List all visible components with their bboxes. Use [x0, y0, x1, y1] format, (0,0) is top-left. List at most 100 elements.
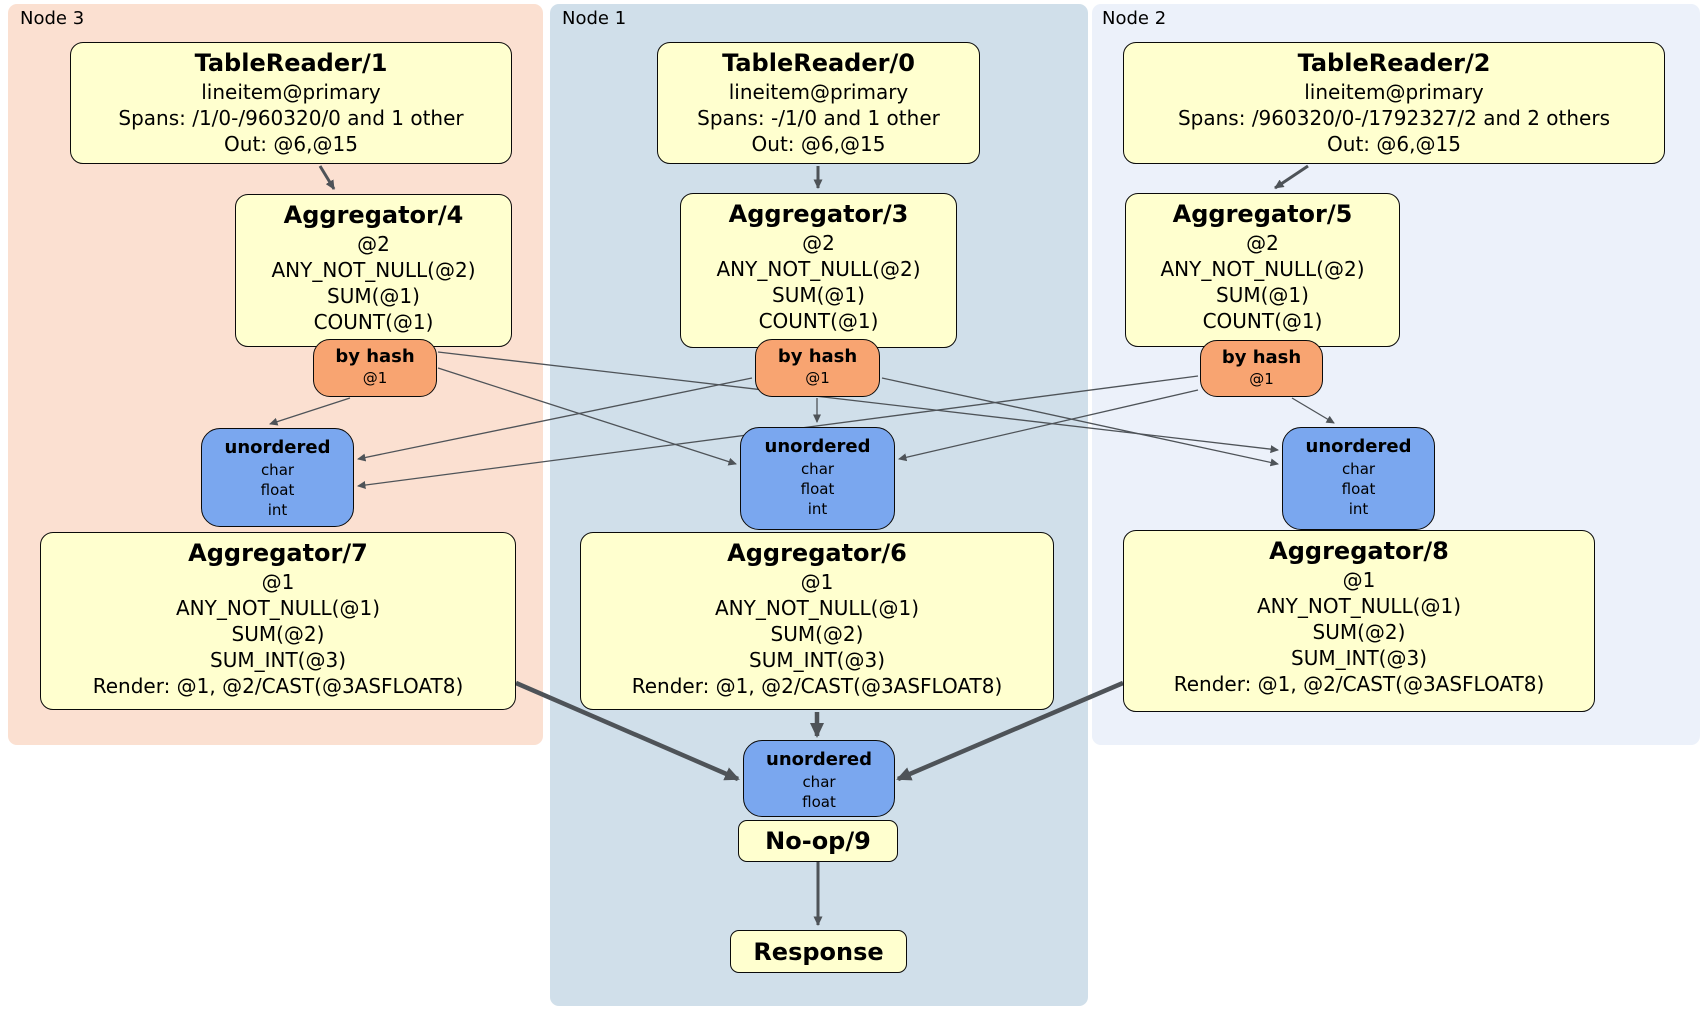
box-line: Spans: /1/0-/960320/0 and 1 other: [118, 106, 464, 130]
box-line: ANY_NOT_NULL(@2): [716, 257, 921, 281]
box-title: TableReader/1: [194, 49, 388, 77]
sync-title: unordered: [766, 749, 872, 770]
box-line: Render: @1, @2/CAST(@3ASFLOAT8): [1173, 672, 1545, 696]
edge-aggregator8-to-final-sync: [896, 680, 1124, 782]
sync-line: float: [1341, 480, 1376, 498]
router-title: by hash: [335, 346, 415, 367]
box-line: lineitem@primary: [728, 80, 909, 104]
box-line: SUM_INT(@3): [749, 648, 885, 672]
sync-line: char: [260, 461, 295, 479]
box-title: Aggregator/6: [727, 539, 907, 567]
edge-byhash5-to-sync8: [1291, 397, 1335, 424]
box-title: TableReader/0: [722, 49, 915, 77]
box-line: Out: @6,@15: [224, 132, 358, 156]
router-byhash-4: by hash @1: [313, 339, 437, 397]
box-title: Response: [753, 937, 884, 966]
box-title: Aggregator/5: [1172, 200, 1353, 228]
box-line: @1: [261, 570, 295, 594]
box-line: SUM_INT(@3): [210, 648, 346, 672]
response-box: Response: [730, 930, 907, 973]
box-line: SUM(@1): [772, 283, 865, 307]
edge-byhash4-to-sync7: [269, 397, 351, 426]
aggregator-3-box: Aggregator/3 @2 ANY_NOT_NULL(@2) SUM(@1)…: [680, 193, 957, 348]
box-line: ANY_NOT_NULL(@1): [1257, 594, 1461, 618]
tablereader-0-box: TableReader/0 lineitem@primary Spans: -/…: [657, 42, 980, 164]
sync-unordered-7: unordered char float int: [201, 428, 354, 527]
aggregator-4-box: Aggregator/4 @2 ANY_NOT_NULL(@2) SUM(@1)…: [235, 194, 512, 347]
box-line: ANY_NOT_NULL(@2): [271, 258, 476, 282]
box-line: SUM(@1): [1216, 283, 1309, 307]
box-line: SUM(@2): [770, 622, 864, 646]
edge-byhash5-to-sync6: [898, 389, 1199, 462]
box-line: Spans: -/1/0 and 1 other: [697, 106, 940, 130]
box-line: COUNT(@1): [758, 309, 879, 333]
box-line: @2: [357, 232, 390, 256]
box-line: lineitem@primary: [201, 80, 381, 104]
box-line: @2: [802, 231, 835, 255]
box-line: lineitem@primary: [1304, 80, 1484, 104]
sync-line: char: [1341, 460, 1376, 478]
router-byhash-5: by hash @1: [1200, 340, 1323, 397]
box-line: ANY_NOT_NULL(@2): [1160, 257, 1365, 281]
node-1-label: Node 1: [562, 8, 627, 29]
edge-byhash4-to-sync6: [437, 367, 737, 466]
sync-title: unordered: [1305, 436, 1412, 457]
sync-title: unordered: [224, 437, 331, 458]
box-line: SUM(@1): [327, 284, 420, 308]
box-line: ANY_NOT_NULL(@1): [715, 596, 919, 620]
noop-box: No-op/9: [738, 820, 898, 862]
box-line: @2: [1246, 231, 1279, 255]
router-detail: @1: [805, 369, 830, 387]
box-line: @1: [1342, 568, 1376, 592]
aggregator-8-box: Aggregator/8 @1 ANY_NOT_NULL(@1) SUM(@2)…: [1123, 530, 1595, 712]
router-title: by hash: [1221, 347, 1302, 368]
box-line: Spans: /960320/0-/1792327/2 and 2 others: [1177, 106, 1610, 130]
sync-unordered-final: unordered char float: [743, 740, 895, 817]
box-title: Aggregator/4: [283, 201, 464, 229]
router-byhash-3: by hash @1: [755, 339, 880, 397]
sync-line: int: [1348, 500, 1369, 518]
sync-line: char: [800, 460, 835, 478]
box-title: No-op/9: [765, 827, 871, 855]
box-line: COUNT(@1): [313, 310, 434, 334]
edge-tablereader2-to-aggregator5: [1274, 164, 1309, 190]
sync-unordered-6: unordered char float int: [740, 427, 895, 530]
edge-aggregator7-to-final-sync: [515, 680, 740, 782]
sync-unordered-8: unordered char float int: [1282, 427, 1435, 530]
box-line: Render: @1, @2/CAST(@3ASFLOAT8): [631, 674, 1003, 698]
sync-line: char: [802, 773, 836, 791]
box-line: Out: @6,@15: [1327, 132, 1461, 156]
node-2-label: Node 2: [1102, 8, 1167, 29]
box-title: Aggregator/8: [1269, 537, 1449, 565]
sync-line: int: [267, 501, 288, 519]
sync-line: float: [802, 793, 836, 811]
tablereader-2-box: TableReader/2 lineitem@primary Spans: /9…: [1123, 42, 1665, 164]
edge-tablereader1-to-aggregator4: [318, 165, 336, 190]
sync-title: unordered: [764, 436, 871, 457]
box-title: TableReader/2: [1297, 49, 1491, 77]
node-3-label: Node 3: [20, 8, 85, 29]
box-line: SUM(@2): [1312, 620, 1406, 644]
sync-line: float: [260, 481, 295, 499]
router-detail: @1: [1249, 370, 1274, 388]
edge-byhash3-to-sync8: [881, 377, 1279, 467]
sync-line: int: [807, 500, 828, 518]
box-line: ANY_NOT_NULL(@1): [176, 596, 380, 620]
router-detail: @1: [362, 369, 388, 387]
box-line: @1: [800, 570, 834, 594]
box-line: Render: @1, @2/CAST(@3ASFLOAT8): [92, 674, 464, 698]
tablereader-1-box: TableReader/1 lineitem@primary Spans: /1…: [70, 42, 512, 164]
box-line: SUM_INT(@3): [1291, 646, 1427, 670]
aggregator-6-box: Aggregator/6 @1 ANY_NOT_NULL(@1) SUM(@2)…: [580, 532, 1054, 710]
edge-byhash3-to-sync7: [357, 377, 753, 462]
router-title: by hash: [777, 346, 858, 367]
box-line: Out: @6,@15: [751, 132, 886, 156]
aggregator-7-box: Aggregator/7 @1 ANY_NOT_NULL(@1) SUM(@2)…: [40, 532, 516, 710]
aggregator-5-box: Aggregator/5 @2 ANY_NOT_NULL(@2) SUM(@1)…: [1125, 193, 1400, 347]
sync-line: float: [800, 480, 835, 498]
box-line: COUNT(@1): [1202, 309, 1323, 333]
box-title: Aggregator/3: [728, 200, 909, 228]
box-title: Aggregator/7: [188, 539, 368, 567]
